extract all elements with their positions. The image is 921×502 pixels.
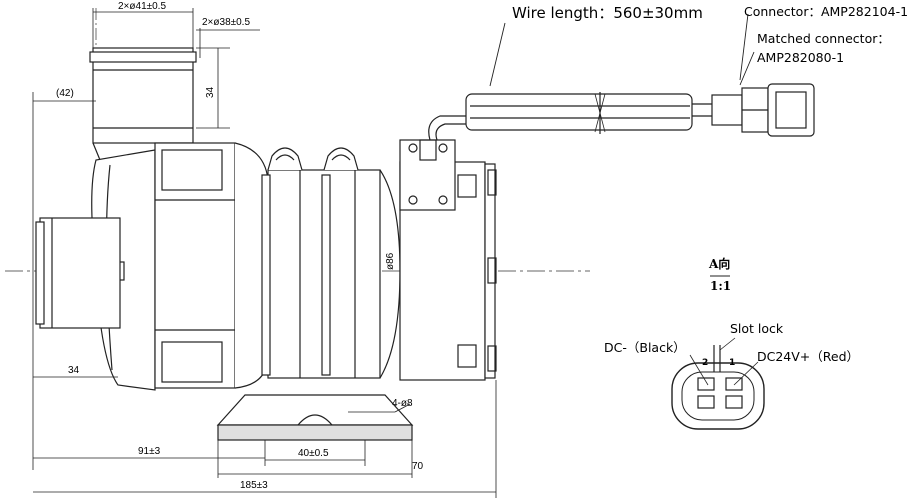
- dim-91: 91±3: [138, 446, 161, 457]
- dim-185: 185±3: [240, 480, 268, 491]
- pump-flange: [154, 142, 269, 389]
- pinout-connector-face: [671, 337, 765, 430]
- inlet-pipe: [35, 217, 121, 329]
- dim-inlet-34: 34: [68, 365, 80, 376]
- matched-connector-label: Matched connector：: [757, 31, 890, 46]
- dc-minus-label: DC-（Black）: [604, 340, 686, 355]
- connector-label: Connector：AMP282104-1: [744, 4, 909, 19]
- leader-lines: [489, 13, 755, 87]
- connector: [711, 83, 815, 137]
- wire-length-label: Wire length：560±30mm: [512, 4, 703, 22]
- dim-outlet-inner: 2×ø38±0.5: [202, 17, 251, 28]
- outlet-pipe: [89, 47, 197, 161]
- dim-offset-42: (42): [56, 88, 74, 99]
- dim-outlet-outer: 2×ø41±0.5: [118, 1, 167, 12]
- dim-70: 70: [412, 461, 424, 472]
- view-title: A向: [709, 257, 731, 271]
- motor-body: [261, 169, 401, 379]
- dim-40: 40±0.5: [298, 448, 329, 459]
- pin-1-label: 1: [729, 358, 736, 368]
- slot-lock-label: Slot lock: [730, 321, 784, 336]
- dim-diameter-86: ø86: [385, 252, 396, 270]
- controller-housing: [399, 139, 497, 381]
- wire-harness: [428, 92, 712, 141]
- mounting-foot: [216, 394, 414, 441]
- dim-holes: 4-ø8: [392, 398, 413, 409]
- dimension-lines: [32, 8, 497, 498]
- dim-height-34: 34: [205, 86, 216, 98]
- dc-plus-label: DC24V+（Red）: [757, 349, 860, 364]
- matched-connector-part: AMP282080-1: [757, 50, 845, 65]
- pin-2-label: 2: [702, 358, 709, 368]
- view-scale: 1:1: [710, 279, 732, 293]
- clamps: [267, 147, 359, 171]
